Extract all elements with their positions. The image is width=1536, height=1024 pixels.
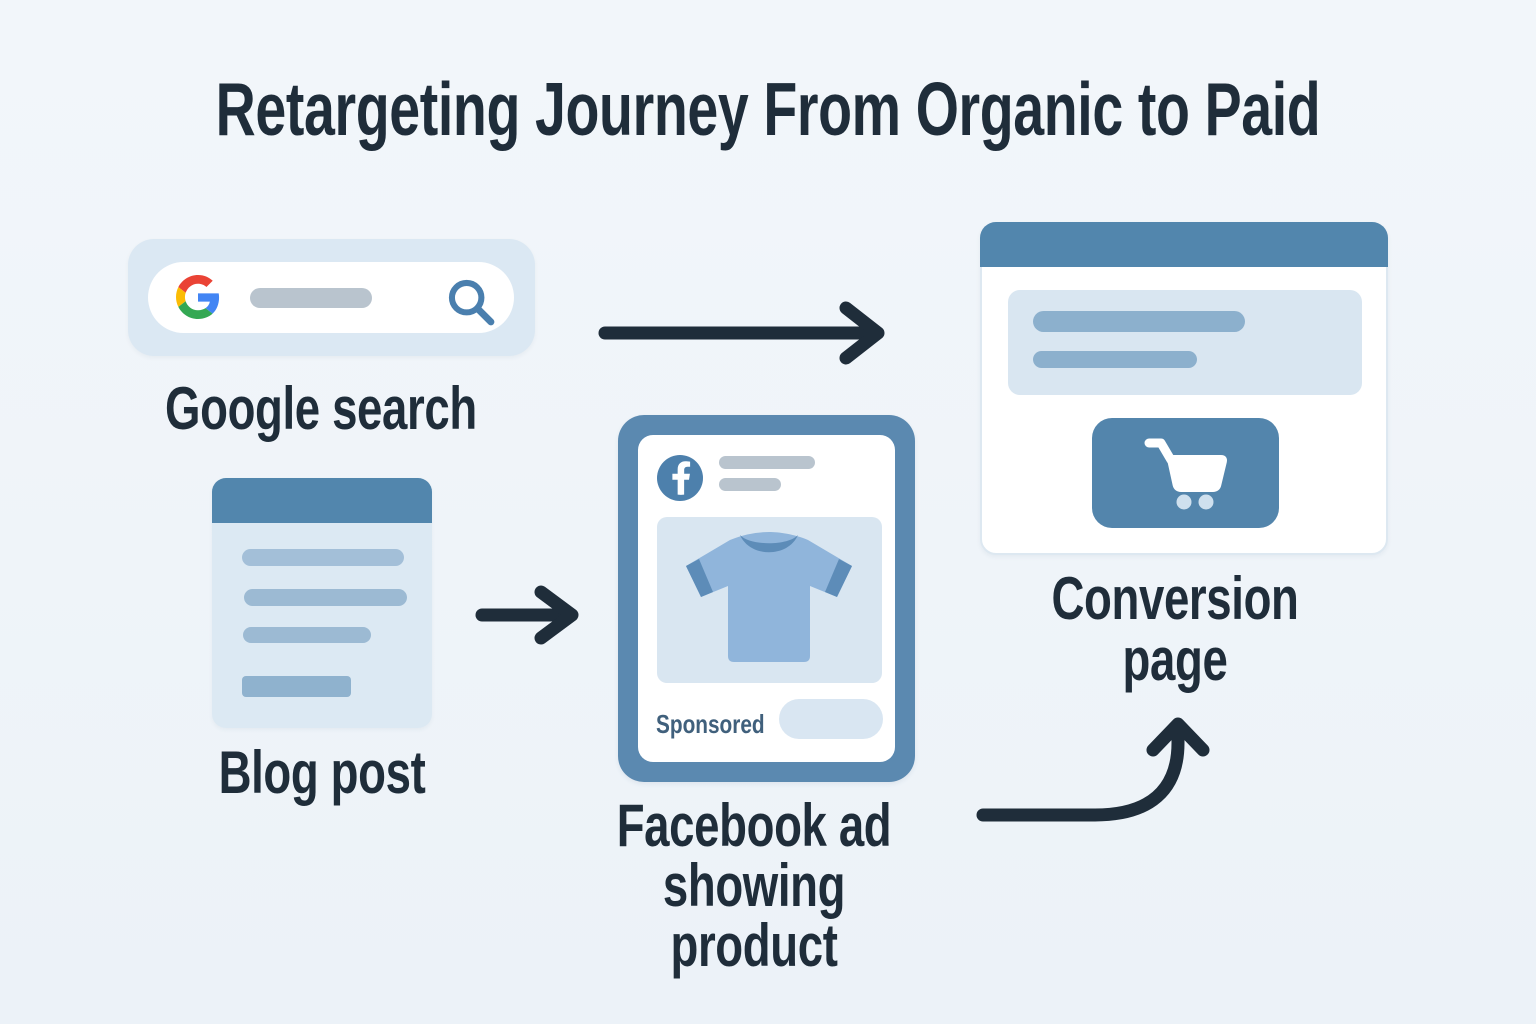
conversion-label-line2: page <box>1122 626 1228 693</box>
facebook-icon <box>657 455 703 501</box>
blog-text-line <box>244 589 407 606</box>
google-search-label: Google search <box>165 375 477 442</box>
search-icon <box>448 279 495 326</box>
arrow-google-to-conversion <box>598 301 885 365</box>
blog-content-block <box>242 676 351 697</box>
conversion-text-panel <box>1008 290 1362 395</box>
facebook-ad-card: Sponsored <box>618 415 915 782</box>
facebook-meta-line <box>719 478 781 491</box>
conversion-label-line1: Conversion <box>1051 565 1299 632</box>
shopping-cart-icon <box>1144 438 1228 510</box>
tshirt-product-image <box>686 532 852 662</box>
diagram-title: Retargeting Journey From Organic to Paid <box>215 67 1321 151</box>
facebook-ad-inner: Sponsored <box>638 435 895 762</box>
facebook-ad-image <box>657 517 882 683</box>
sponsored-label: Sponsored <box>656 709 765 739</box>
search-query-placeholder <box>250 288 372 308</box>
google-g-icon <box>176 275 220 319</box>
facebook-ad-label-line2: showing product <box>662 852 846 979</box>
blog-post-label: Blog post <box>218 739 426 806</box>
conversion-text-line <box>1033 351 1197 368</box>
facebook-ad-label: Facebook ad showing product <box>602 796 906 976</box>
conversion-header-bar <box>980 222 1388 267</box>
arrow-blog-to-facebook <box>475 585 579 645</box>
blog-post-header-bar <box>212 478 432 523</box>
google-search-card <box>128 239 535 356</box>
google-search-bar <box>148 262 514 333</box>
facebook-cta-button <box>779 699 883 739</box>
buy-button <box>1092 418 1279 528</box>
conversion-text-line <box>1033 311 1245 332</box>
conversion-page-card <box>980 222 1388 555</box>
blog-post-card <box>212 478 432 728</box>
arrow-facebook-to-conversion <box>976 717 1210 822</box>
facebook-account-line <box>719 456 815 469</box>
facebook-ad-label-line1: Facebook ad <box>616 792 892 859</box>
conversion-page-label: Conversion page <box>1023 568 1327 690</box>
blog-text-line <box>242 549 404 566</box>
blog-text-line <box>243 627 371 643</box>
